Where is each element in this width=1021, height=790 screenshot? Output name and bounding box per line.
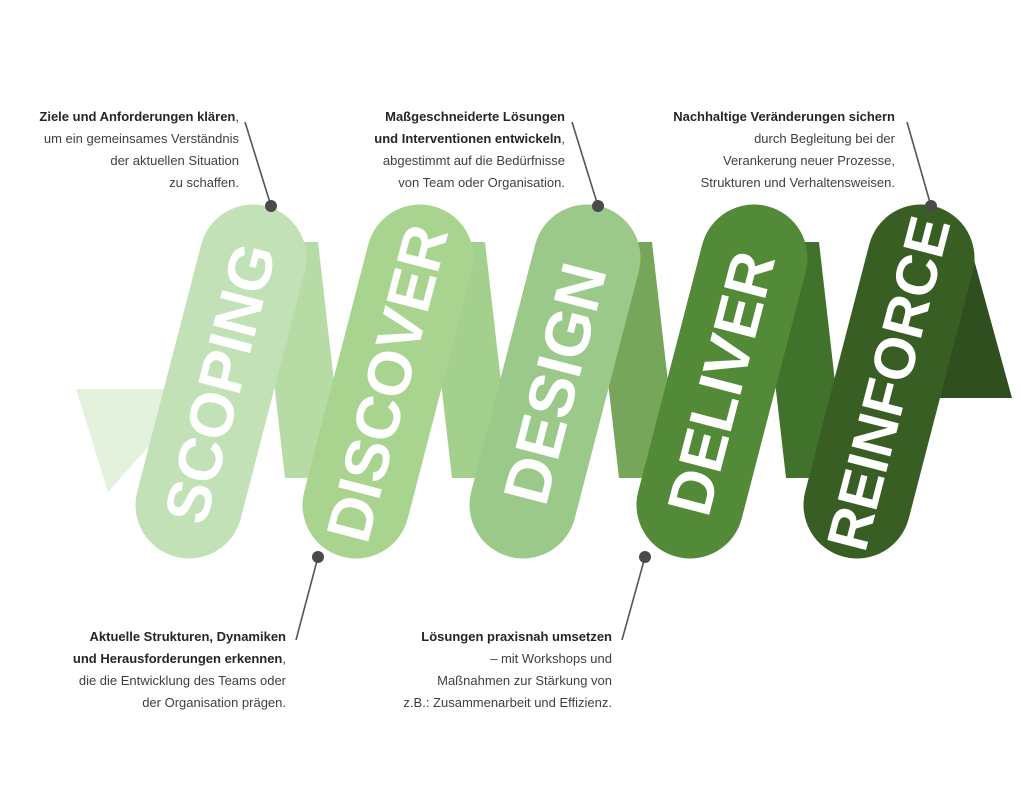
callout-discover-line-2: der Organisation prägen.: [142, 695, 286, 710]
callout-scoping-heading: Ziele und Anforderungen klären: [39, 109, 236, 124]
callout-discover-heading-1: Aktuelle Strukturen, Dynamiken: [89, 629, 287, 644]
callout-design: Maßgeschneiderte Lösungen und Interventi…: [374, 106, 565, 194]
callout-scoping-punct: ,: [235, 109, 239, 124]
callout-deliver-line-3: z.B.: Zusammenarbeit und Effizienz.: [403, 695, 612, 710]
callout-reinforce-heading: Nachhaltige Veränderungen sichern: [673, 109, 895, 124]
callout-reinforce-line-2: Verankerung neuer Prozesse,: [723, 153, 895, 168]
callout-discover-punct: ,: [282, 651, 286, 666]
callout-design-heading-2: und Interventionen entwickeln: [374, 131, 562, 146]
callout-scoping-line-3: zu schaffen.: [169, 175, 239, 190]
callout-design-line-2: von Team oder Organisation.: [398, 175, 565, 190]
callout-design-line-1: abgestimmt auf die Bedürfnisse: [382, 153, 565, 168]
leader-dot-design: [592, 200, 604, 212]
callout-design-punct: ,: [561, 131, 565, 146]
stage-pill-design: [469, 204, 641, 559]
callout-scoping-line-2: der aktuellen Situation: [110, 153, 239, 168]
callout-deliver-heading: Lösungen praxisnah umsetzen: [421, 629, 612, 644]
callout-deliver-line-1: – mit Workshops und: [490, 651, 612, 666]
leader-line-deliver: [621, 556, 646, 641]
callout-deliver: Lösungen praxisnah umsetzen – mit Worksh…: [403, 626, 612, 714]
stage-pill-reinforce: [803, 204, 975, 559]
stage-pill-scoping: [135, 204, 307, 559]
leader-dot-discover: [312, 551, 324, 563]
callout-reinforce: Nachhaltige Veränderungen sichern durch …: [673, 106, 895, 194]
callout-scoping: Ziele und Anforderungen klären, um ein g…: [39, 106, 239, 194]
leader-line-design: [571, 121, 599, 207]
leader-line-discover: [295, 556, 319, 641]
leader-dot-reinforce: [925, 200, 937, 212]
leader-dot-scoping: [265, 200, 277, 212]
leader-line-reinforce: [906, 121, 932, 207]
callout-reinforce-line-1: durch Begleitung bei der: [754, 131, 895, 146]
callout-discover-heading-2: und Herausforderungen erkennen: [72, 651, 283, 666]
callout-deliver-line-2: Maßnahmen zur Stärkung von: [437, 673, 612, 688]
callout-design-heading-1: Maßgeschneiderte Lösungen: [385, 109, 565, 124]
callout-reinforce-line-3: Strukturen und Verhaltensweisen.: [700, 175, 895, 190]
stage-pill-discover: [302, 204, 474, 559]
callout-discover: Aktuelle Strukturen, Dynamiken und Herau…: [73, 626, 286, 714]
callout-scoping-line-1: um ein gemeinsames Verständnis: [43, 131, 239, 146]
callout-discover-line-1: die die Entwicklung des Teams oder: [78, 673, 286, 688]
leader-dot-deliver: [639, 551, 651, 563]
stage-pill-deliver: [636, 204, 808, 559]
leader-line-scoping: [244, 121, 272, 207]
